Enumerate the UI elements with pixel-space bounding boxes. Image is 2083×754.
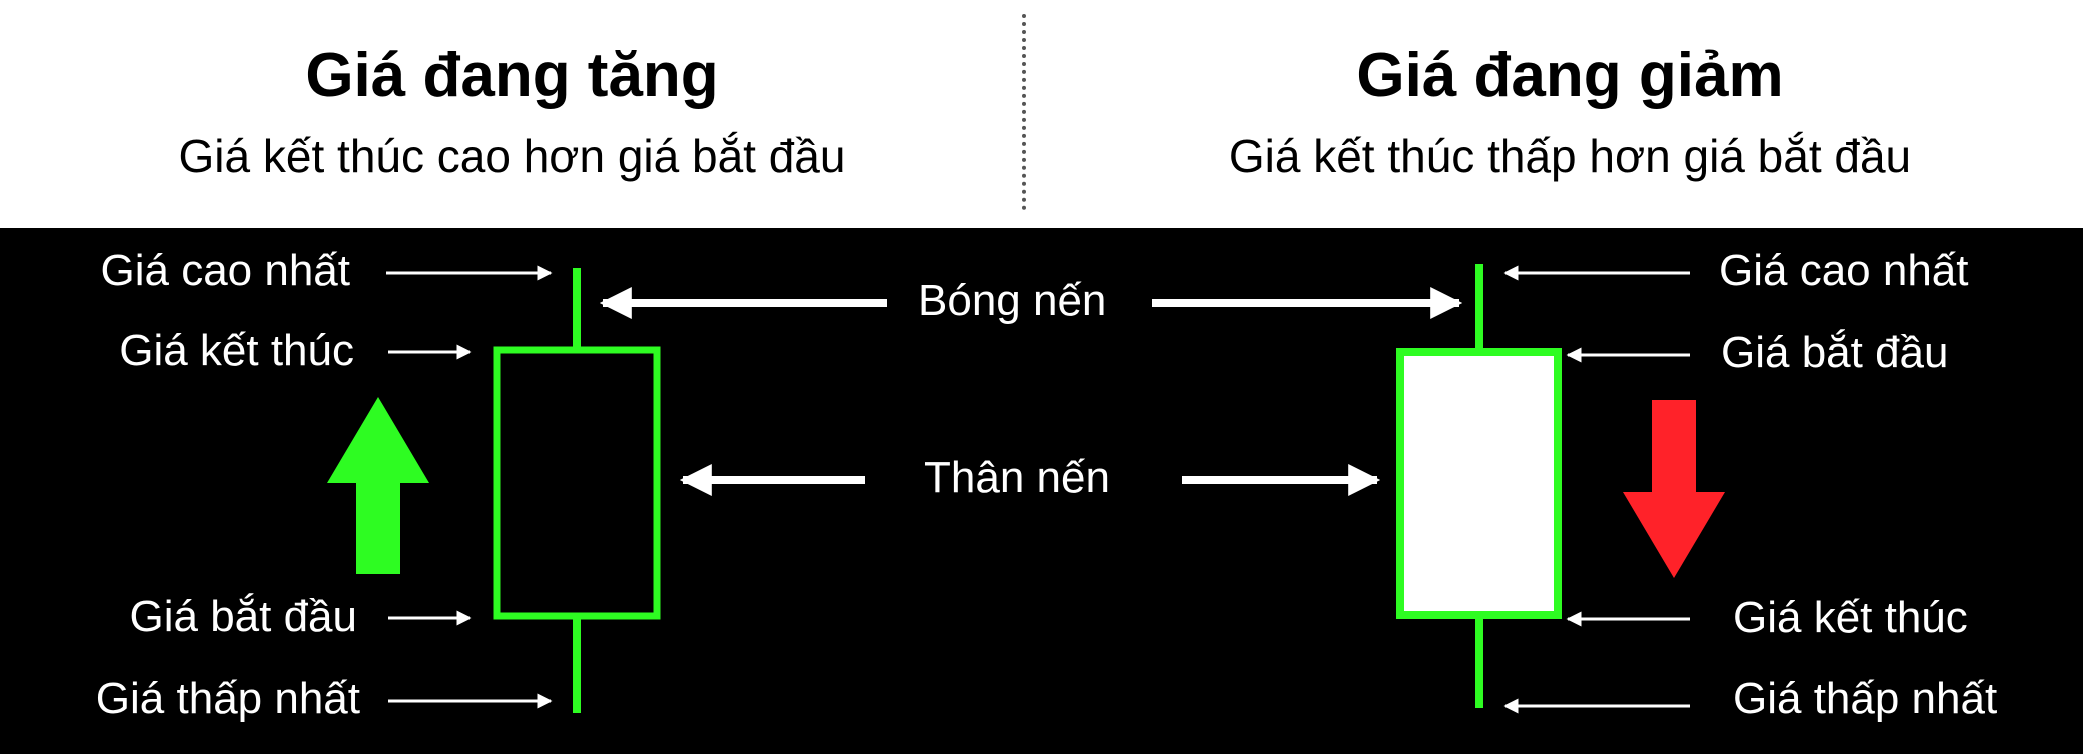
rising-subtitle: Giá kết thúc cao hơn giá bắt đầu: [178, 130, 846, 182]
falling-open-label: Giá bắt đầu: [1721, 328, 1949, 377]
candlestick-diagram: Giá cao nhất Giá kết thúc Giá bắt đầu Gi…: [0, 228, 2083, 754]
rising-high-label: Giá cao nhất: [100, 246, 351, 295]
down-arrow-icon: [1623, 400, 1725, 578]
rising-candle-body: [493, 346, 661, 620]
falling-candle-body: [1396, 348, 1562, 619]
falling-close-label: Giá kết thúc: [1733, 593, 1968, 642]
header: Giá đang tăng Giá kết thúc cao hơn giá b…: [0, 0, 2083, 228]
rising-low-label: Giá thấp nhất: [95, 674, 360, 723]
rising-close-label: Giá kết thúc: [119, 326, 354, 375]
falling-title: Giá đang giảm: [1356, 41, 1784, 110]
shadow-label: Bóng nến: [918, 276, 1107, 325]
up-arrow-icon: [327, 397, 429, 574]
falling-high-label: Giá cao nhất: [1719, 246, 1969, 295]
body-label: Thân nến: [924, 453, 1110, 502]
diagram-graphics: [327, 264, 1725, 714]
dotted-divider: [1022, 14, 1026, 210]
rising-title: Giá đang tăng: [305, 41, 719, 110]
falling-subtitle: Giá kết thúc thấp hơn giá bắt đầu: [1228, 130, 1912, 182]
rising-open-label: Giá bắt đầu: [129, 592, 358, 641]
falling-low-label: Giá thấp nhất: [1733, 674, 1998, 723]
